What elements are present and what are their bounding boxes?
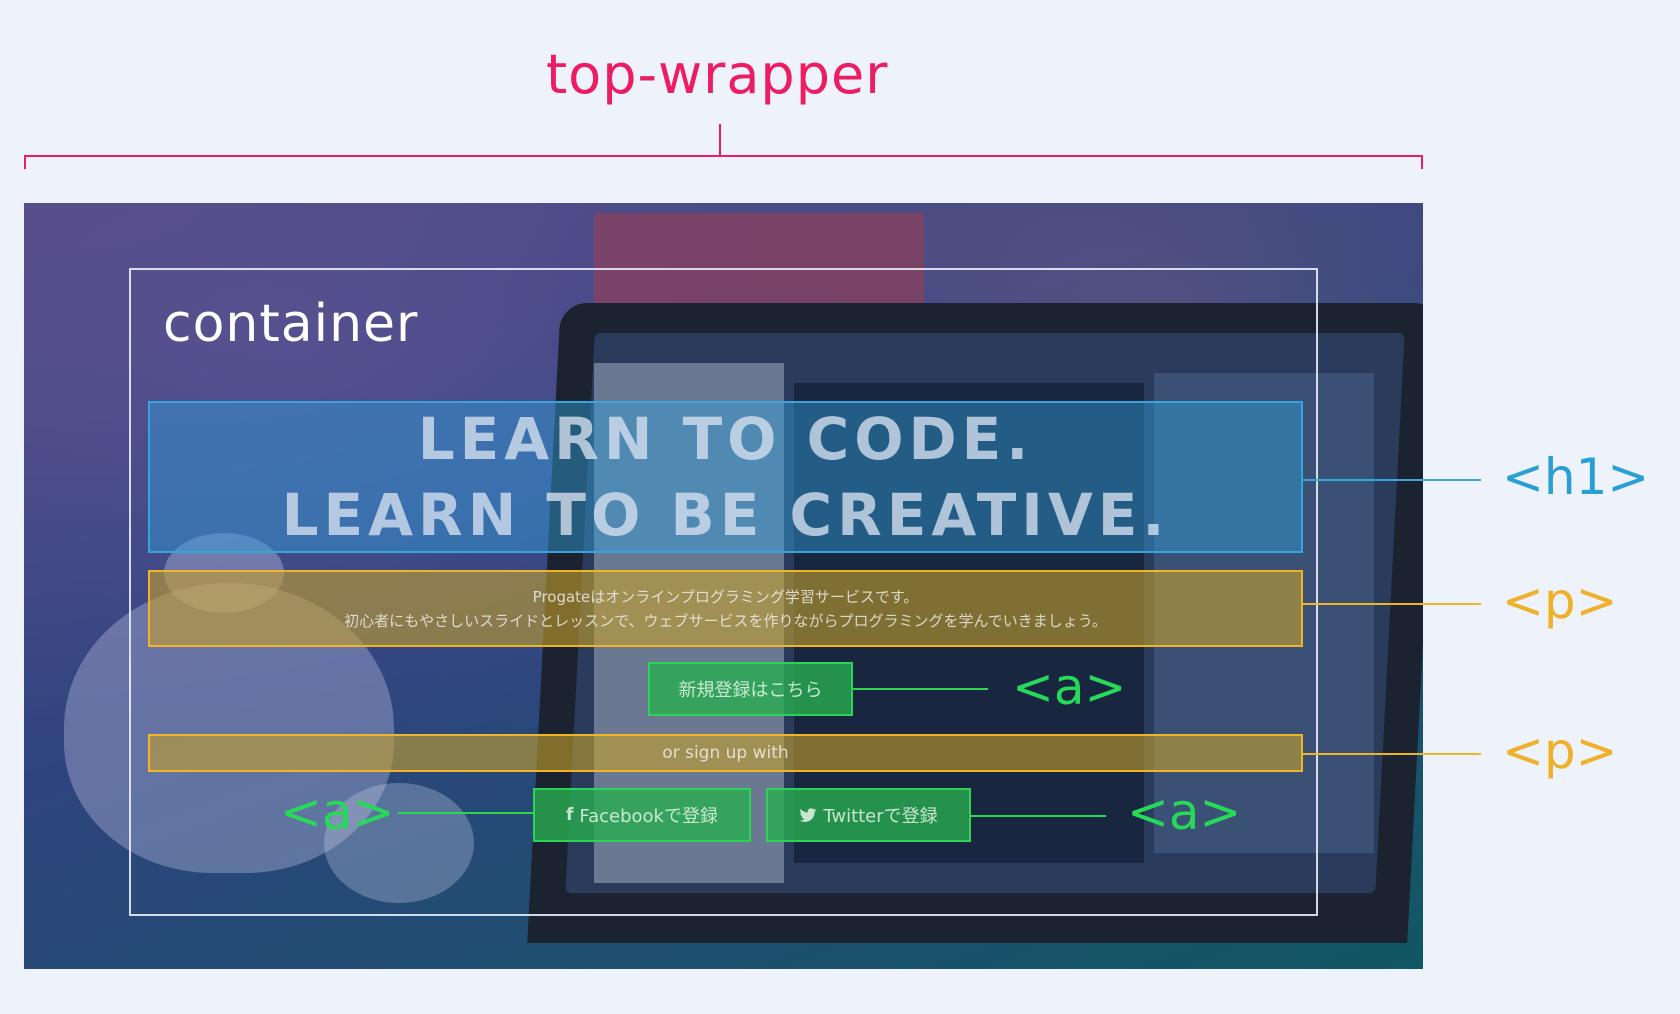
- intro-p-leader-line: [1303, 603, 1481, 605]
- intro-p-tag-label: <p>: [1502, 572, 1618, 630]
- twitter-a-leader-line: [971, 815, 1106, 817]
- container-label: container: [163, 294, 419, 354]
- or-signup-text: or sign up with: [662, 743, 789, 763]
- or-p-leader-line: [1303, 753, 1481, 755]
- top-wrapper-bracket: [24, 155, 1423, 169]
- intro-paragraph-region: Progateはオンラインプログラミング学習サービスです。 初心者にもやさしいス…: [148, 570, 1303, 647]
- intro-line-1: Progateはオンラインプログラミング学習サービスです。: [532, 587, 919, 606]
- h1-leader-line: [1303, 479, 1481, 481]
- top-wrapper-label: top-wrapper: [546, 43, 889, 106]
- h1-line-2: LEARN TO BE CREATIVE.: [281, 481, 1170, 549]
- facebook-a-tag-label: <a>: [280, 783, 395, 841]
- h1-line-1: LEARN TO CODE.: [417, 405, 1034, 473]
- signup-a-tag-label: <a>: [1012, 658, 1127, 716]
- twitter-signup-button[interactable]: Twitterで登録: [766, 788, 971, 842]
- intro-line-2: 初心者にもやさしいスライドとレッスンで、ウェブサービスを作りながらプログラミング…: [344, 611, 1107, 630]
- background-book: [594, 213, 924, 313]
- top-wrapper-bracket-tick: [719, 124, 721, 156]
- facebook-signup-button[interactable]: f Facebookで登録: [533, 788, 751, 842]
- facebook-icon: f: [566, 805, 574, 825]
- or-signup-paragraph-region: or sign up with: [148, 734, 1303, 772]
- signup-button-label: 新規登録はこちら: [678, 680, 823, 701]
- bird-icon: [799, 807, 817, 823]
- signup-button[interactable]: 新規登録はこちら: [648, 662, 853, 716]
- h1-region: LEARN TO CODE. LEARN TO BE CREATIVE.: [148, 401, 1303, 553]
- facebook-button-label: Facebookで登録: [579, 806, 718, 827]
- h1-tag-label: <h1>: [1502, 448, 1650, 506]
- container-outline: [129, 268, 1318, 916]
- facebook-a-leader-line: [398, 812, 533, 814]
- signup-a-leader-line: [853, 688, 988, 690]
- or-p-tag-label: <p>: [1502, 722, 1618, 780]
- twitter-button-label: Twitterで登録: [823, 806, 938, 827]
- background-cup: [324, 783, 474, 903]
- twitter-a-tag-label: <a>: [1127, 783, 1242, 841]
